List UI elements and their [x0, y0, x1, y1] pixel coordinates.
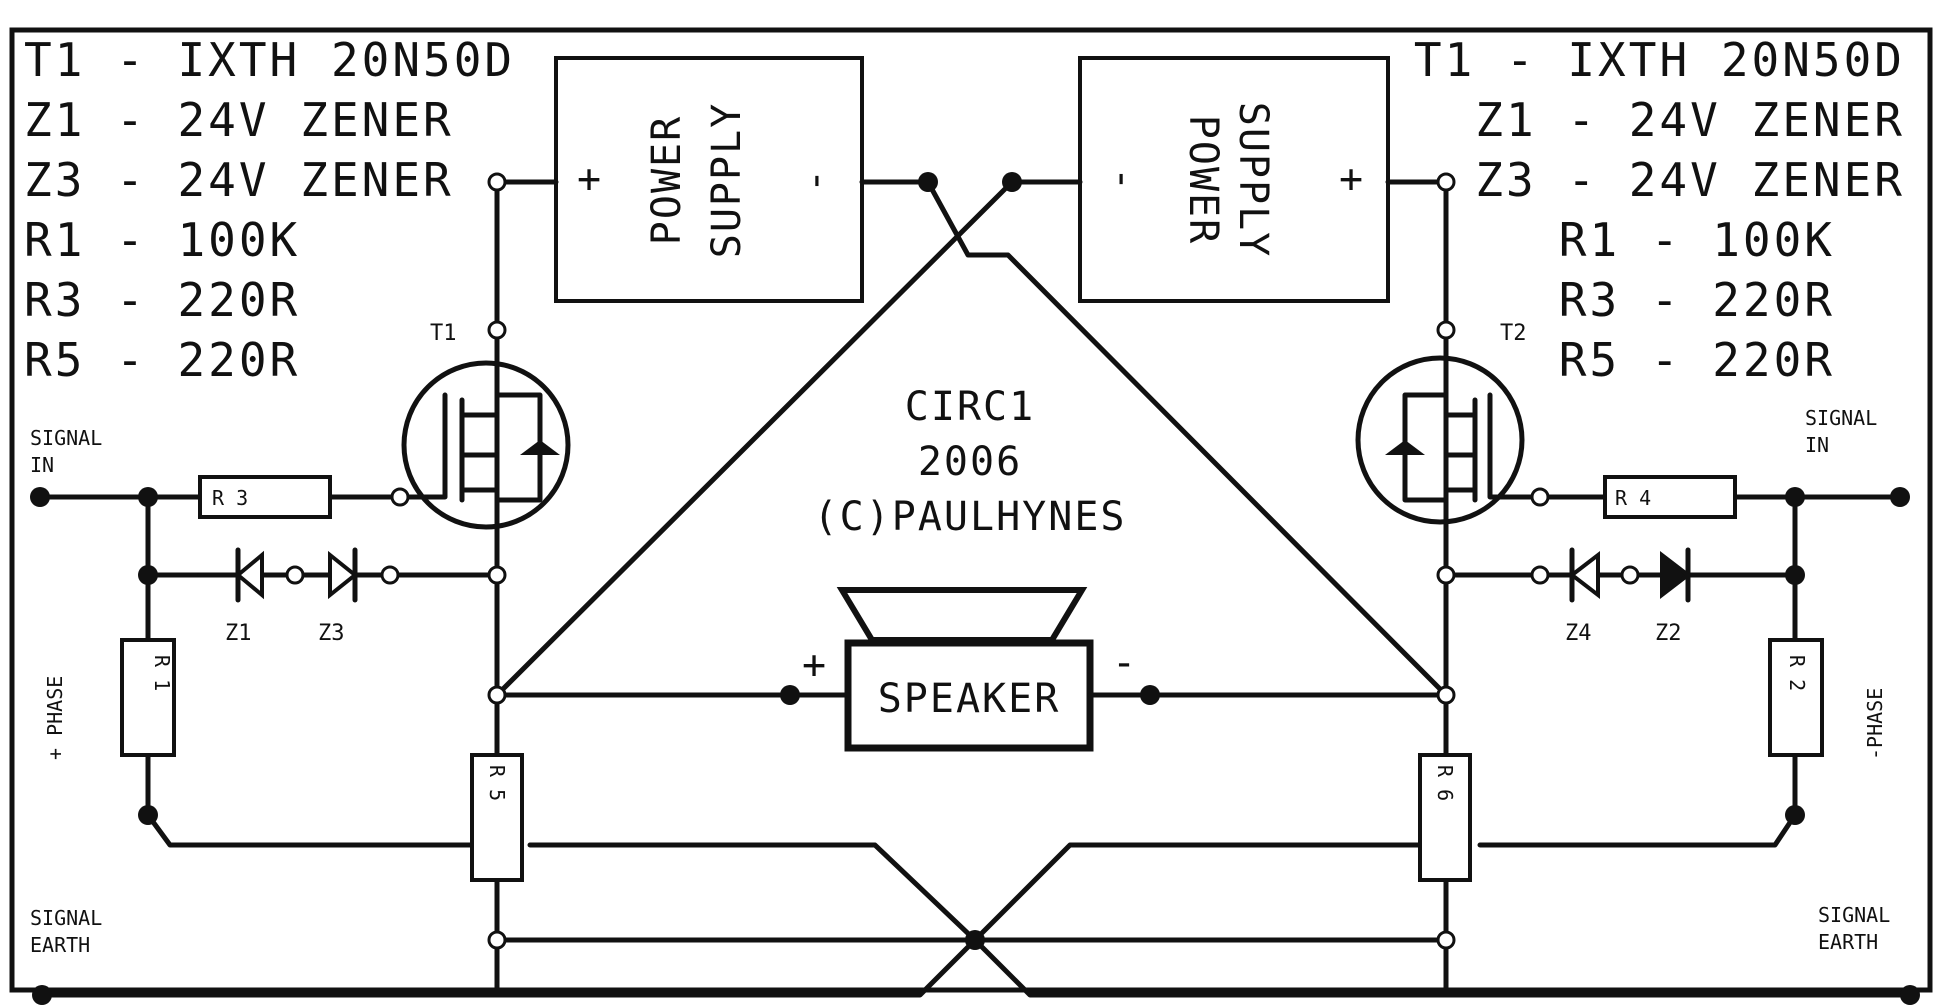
z1-label: Z1: [225, 621, 252, 646]
speaker-label: SPEAKER: [878, 676, 1061, 722]
signal-in-right-line2: IN: [1805, 433, 1829, 457]
resistor-r3: R 3: [198, 475, 332, 519]
signal-earth-right-line2: EARTH: [1818, 930, 1878, 954]
r4-label: R 4: [1615, 486, 1651, 510]
z4-label: Z4: [1565, 621, 1592, 646]
transistor-t2: T2: [1355, 321, 1543, 525]
z3-label: Z3: [318, 621, 345, 646]
part-right-3: Z3 - 24V ZENER: [1475, 153, 1905, 207]
part-left-4: R1 - 100K: [24, 213, 300, 267]
credit-line2: 2006: [918, 439, 1022, 485]
power-supply-right-plus: +: [1339, 156, 1365, 202]
power-supply-right: POWER SUPPLY - +: [1078, 56, 1390, 303]
r2-label: R 2: [1785, 655, 1809, 691]
power-supply-right-line2: SUPPLY: [1230, 102, 1276, 259]
part-right-4: R1 - 100K: [1559, 213, 1835, 267]
signal-earth-right-line1: SIGNAL: [1818, 903, 1890, 927]
power-supply-left-minus: -: [792, 167, 838, 193]
part-left-1: T1 - IXTH 20N50D: [24, 33, 515, 87]
r3-label: R 3: [212, 486, 248, 510]
signal-earth-left-line1: SIGNAL: [30, 906, 102, 930]
resistor-r2: R 2: [1768, 638, 1824, 757]
r5-label: R 5: [485, 765, 509, 801]
zener-z3: Z3: [318, 547, 359, 646]
parts-list-right: T1 - IXTH 20N50D Z1 - 24V ZENER Z3 - 24V…: [1414, 33, 1905, 387]
parts-list-left: T1 - IXTH 20N50D Z1 - 24V ZENER Z3 - 24V…: [24, 33, 515, 387]
zener-z2: Z2: [1655, 547, 1692, 646]
phase-left: + PHASE: [43, 676, 67, 760]
transistor-t1: T1: [397, 321, 571, 530]
speaker: SPEAKER + -: [787, 587, 1153, 752]
signal-in-left-line1: SIGNAL: [30, 426, 102, 450]
credit-block: CIRC1 2006 (C)PAULHYNES: [814, 384, 1127, 540]
part-right-1: T1 - IXTH 20N50D: [1414, 33, 1905, 87]
signal-in-left-line2: IN: [30, 453, 54, 477]
part-right-6: R5 - 220R: [1559, 333, 1835, 387]
power-supply-right-minus: -: [1100, 167, 1146, 193]
power-supply-right-line1: POWER: [1180, 115, 1226, 245]
zener-z4: Z4: [1565, 547, 1600, 646]
power-supply-left-plus: +: [577, 156, 603, 202]
resistor-r6: R 6: [1418, 753, 1472, 882]
t2-label: T2: [1500, 321, 1527, 346]
pads: [285, 172, 1640, 950]
schematic-border: [9, 27, 1933, 993]
junctions: [30, 172, 1920, 1005]
resistor-r5: R 5: [470, 753, 524, 882]
power-supply-left-line1: POWER: [644, 115, 690, 245]
z2-label: Z2: [1655, 621, 1682, 646]
part-right-2: Z1 - 24V ZENER: [1475, 93, 1905, 147]
power-supply-left: POWER SUPPLY + -: [554, 56, 864, 303]
resistor-r4: R 4: [1603, 475, 1737, 519]
part-left-5: R3 - 220R: [24, 273, 300, 327]
part-left-3: Z3 - 24V ZENER: [24, 153, 454, 207]
t1-label: T1: [430, 321, 457, 346]
signal-earth-left-line2: EARTH: [30, 933, 90, 957]
speaker-minus: -: [1112, 640, 1138, 686]
phase-right: -PHASE: [1863, 688, 1887, 760]
part-left-2: Z1 - 24V ZENER: [24, 93, 454, 147]
part-left-6: R5 - 220R: [24, 333, 300, 387]
r6-label: R 6: [1433, 765, 1457, 801]
credit-line3: (C)PAULHYNES: [814, 494, 1127, 540]
r1-label: R 1: [150, 655, 174, 691]
signal-labels: SIGNAL IN SIGNAL IN SIGNAL EARTH SIGNAL …: [30, 406, 1890, 957]
signal-in-right-line1: SIGNAL: [1805, 406, 1877, 430]
speaker-plus: +: [802, 642, 828, 688]
part-right-5: R3 - 220R: [1559, 273, 1835, 327]
zener-z1: Z1: [225, 547, 264, 646]
power-supply-left-line2: SUPPLY: [704, 102, 750, 259]
credit-line1: CIRC1: [905, 384, 1035, 430]
resistor-r1: R 1: [120, 638, 176, 757]
